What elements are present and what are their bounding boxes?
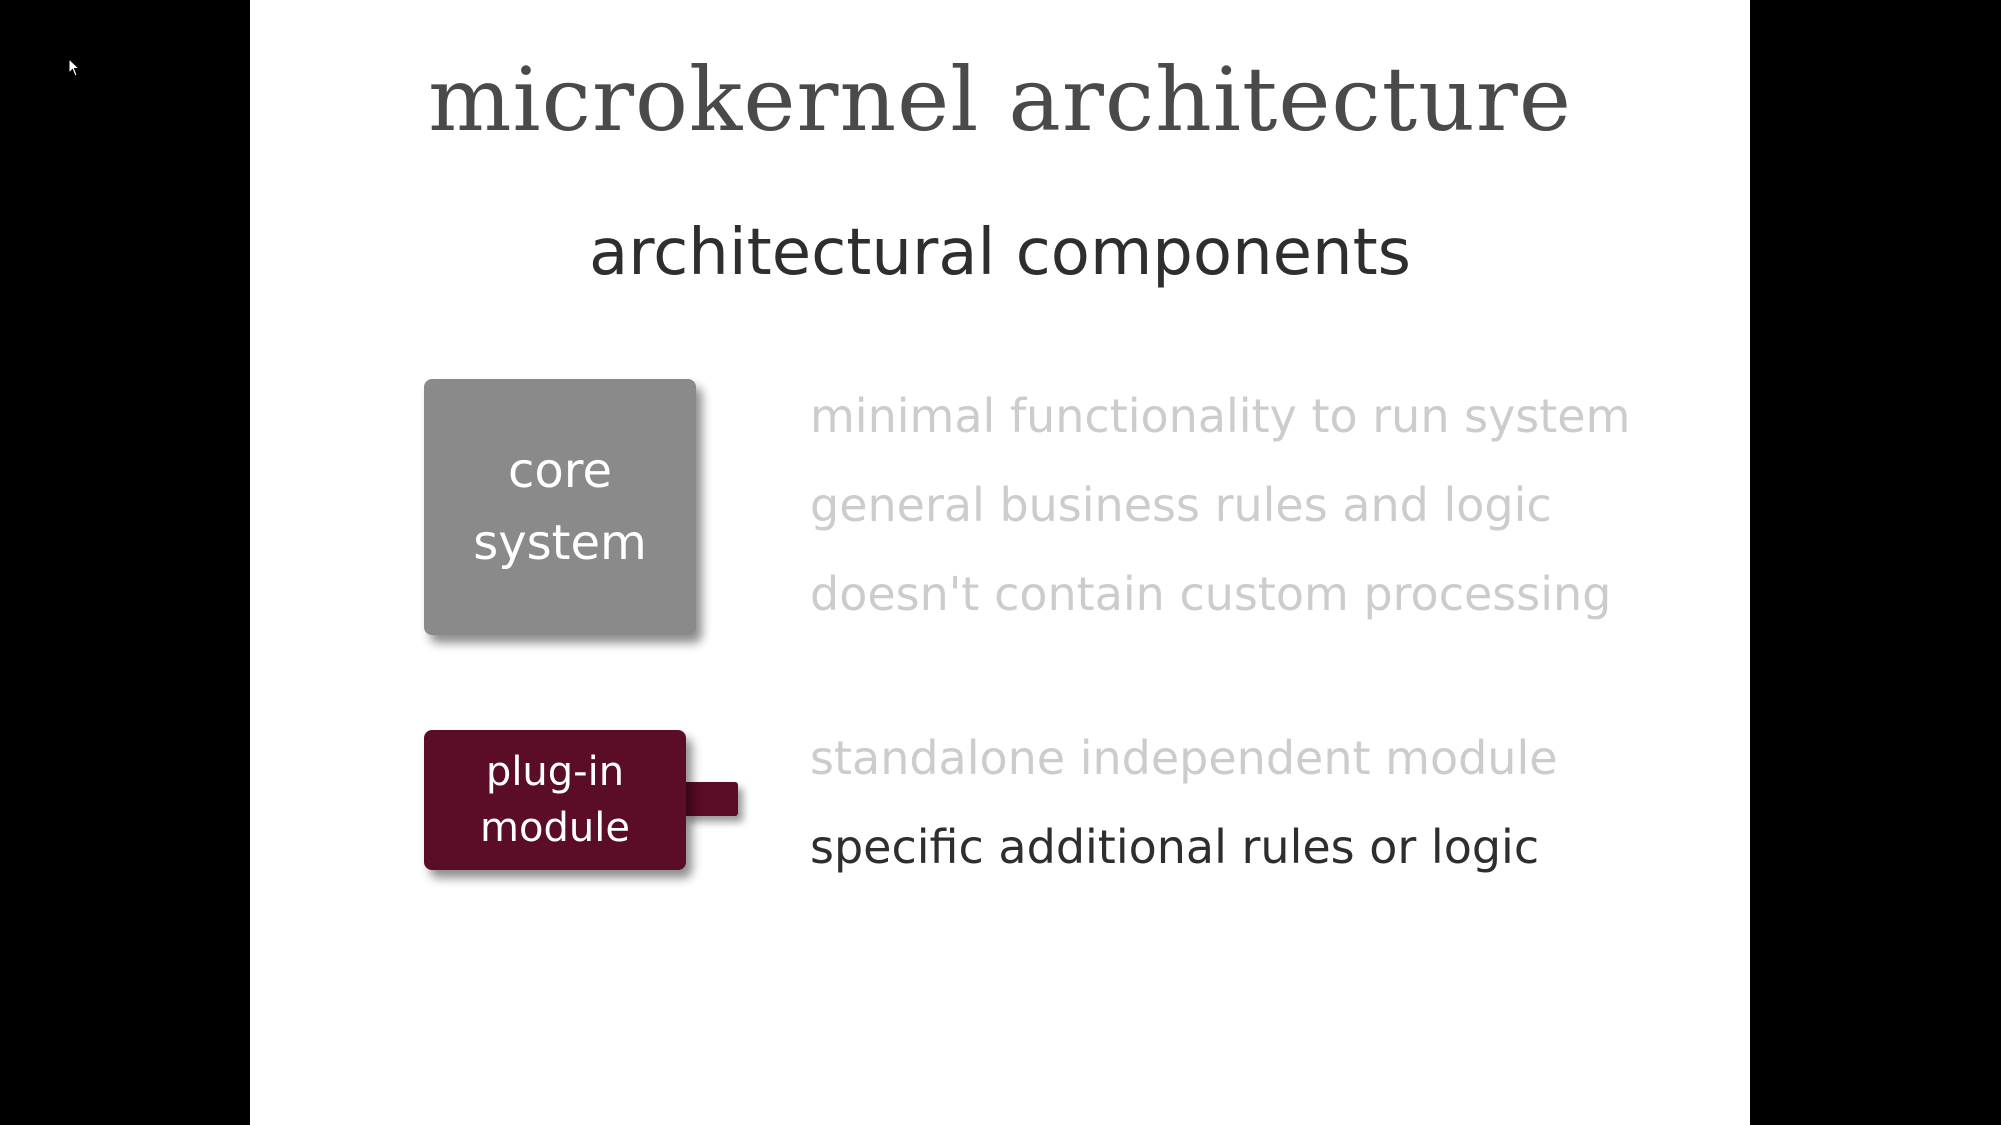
plug-in-module-label-line2: module: [480, 805, 630, 851]
plug-in-module-point: standalone independent module: [810, 731, 1558, 785]
core-system-point: general business rules and logic: [810, 478, 1552, 532]
core-system-block: core system: [424, 379, 696, 635]
plug-in-module-label-line1: plug-in: [485, 749, 625, 795]
plug-in-module-box: plug-in module: [424, 730, 686, 870]
plug-in-module-point-highlighted: specific additional rules or logic: [810, 820, 1540, 874]
slide: microkernel architecture architectural c…: [250, 0, 1750, 1125]
plug-in-connector: [682, 782, 738, 816]
core-system-label-line1: core: [508, 443, 612, 499]
slide-subtitle: architectural components: [588, 216, 1412, 290]
plug-in-module-block: plug-in module: [424, 730, 754, 880]
core-system-point: doesn't contain custom processing: [810, 567, 1612, 621]
mouse-pointer-icon: [68, 58, 81, 77]
slide-title: microkernel architecture: [428, 48, 1572, 151]
core-system-point: minimal functionality to run system: [810, 389, 1631, 443]
core-system-label-line2: system: [473, 515, 647, 571]
